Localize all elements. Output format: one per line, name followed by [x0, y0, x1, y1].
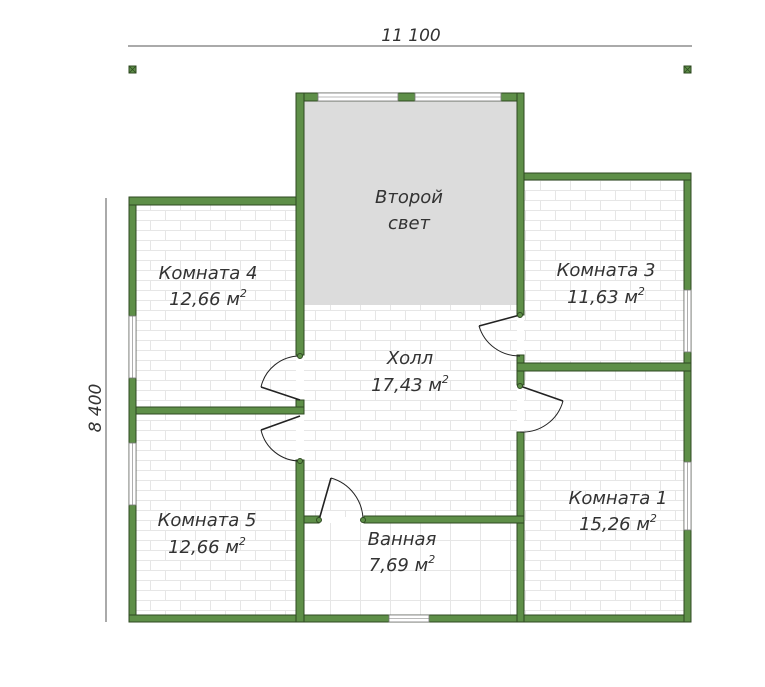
room4-area-sup: 2	[240, 287, 247, 300]
room5-name: Комната 5	[158, 510, 257, 531]
width-dimension-label: 11 100	[381, 26, 440, 46]
door-room3	[478, 312, 523, 357]
width-dimension: 11 100	[128, 26, 692, 47]
hall-area-sup: 2	[442, 373, 449, 386]
floor-room3	[524, 180, 684, 363]
room1-area-sup: 2	[650, 512, 657, 525]
room4-name: Комната 4	[159, 263, 258, 284]
room5-area-sup: 2	[239, 535, 246, 548]
hall-name: Холл	[386, 348, 433, 369]
floor-hall	[304, 305, 517, 517]
room4-area-value: 12,66 м	[169, 289, 240, 310]
room1-area-value: 15,26 м	[579, 514, 650, 535]
hall-area: 17,43 м2	[371, 373, 449, 396]
room4-area: 12,66 м2	[169, 287, 247, 310]
windows	[128, 92, 692, 623]
second-light-label-line2: свет	[388, 213, 431, 234]
door-room1	[517, 383, 564, 433]
door-bath	[316, 477, 366, 523]
bath-area: 7,69 м2	[369, 553, 435, 576]
room3-area-sup: 2	[638, 285, 645, 298]
bath-area-sup: 2	[428, 553, 435, 566]
bath-area-value: 7,69 м	[369, 555, 428, 576]
floor-room4	[136, 205, 296, 407]
second-light-label-line1: Второй	[375, 187, 443, 208]
floor-room1	[524, 371, 684, 615]
bath-name: Ванная	[368, 529, 437, 550]
room1-name: Комната 1	[569, 488, 668, 509]
door-room5	[260, 415, 303, 464]
floor-bath	[304, 523, 517, 615]
height-dimension-label: 8 400	[86, 384, 106, 433]
room5-area: 12,66 м2	[168, 535, 246, 558]
door-room4	[260, 353, 303, 401]
room3-area: 11,63 м2	[567, 285, 645, 308]
corner-marker-right	[683, 65, 692, 74]
room3-name: Комната 3	[557, 260, 656, 281]
room5-area-value: 12,66 м	[168, 537, 239, 558]
height-dimension: 8 400	[86, 198, 107, 622]
doors	[260, 312, 564, 523]
room1-area: 15,26 м2	[579, 512, 657, 535]
corner-marker-left	[128, 65, 137, 74]
room3-area-value: 11,63 м	[567, 287, 638, 308]
floor-second-light	[304, 101, 517, 305]
hall-area-value: 17,43 м	[371, 375, 442, 396]
